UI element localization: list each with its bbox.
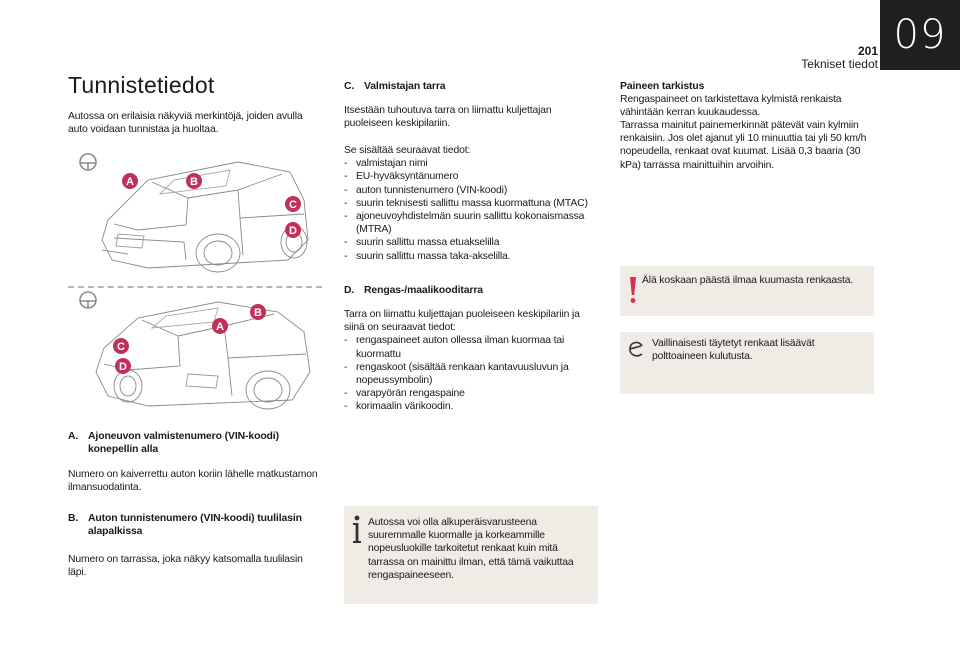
tyre-pressure-text-1: Rengaspaineet on tarkistettava kylmistä … — [620, 94, 842, 119]
page-title: Tunnistetiedot — [68, 72, 215, 98]
tyre-pressure-text-2: Tarrassa mainitut painemerkinnät pätevät… — [620, 120, 867, 171]
svg-text:D: D — [289, 225, 297, 237]
svg-text:D: D — [119, 361, 127, 373]
marker-a-icon: A — [212, 318, 228, 334]
page-number: 201 — [857, 44, 878, 58]
svg-text:C: C — [289, 199, 297, 211]
marker-b-icon: B — [250, 304, 266, 320]
marker-b-icon: B — [186, 173, 202, 189]
list-item: valmistajan nimi — [344, 157, 604, 170]
steering-wheel-icon — [79, 153, 97, 171]
car-front-drawing: A B C D — [79, 153, 309, 273]
marker-c-icon: C — [285, 196, 301, 212]
section-title: Tekniset tiedot — [801, 57, 878, 71]
eco-icon — [628, 340, 644, 365]
warning-note-box: Älä koskaan päästä ilmaa kuumasta renkaa… — [620, 266, 874, 316]
info-icon — [350, 514, 364, 549]
section-a-heading: A.Ajoneuvon valmistenumero (VIN-koodi) k… — [68, 431, 279, 456]
steering-wheel-icon — [79, 291, 97, 309]
svg-text:A: A — [126, 176, 134, 188]
info-note-box: Autossa voi olla alkuperäisvarusteena su… — [344, 506, 598, 604]
car-illustration-rear: A B C D — [68, 288, 322, 418]
svg-text:A: A — [216, 321, 224, 333]
warning-icon — [628, 276, 638, 309]
section-b-heading: B.Auton tunnistenumero (VIN-koodi) tuuli… — [68, 513, 302, 538]
section-c-list: Se sisältää seuraavat tiedot: valmistaja… — [344, 144, 604, 263]
list-item: korimaalin värikoodin. — [344, 400, 600, 413]
list-item: ajoneuvoyhdistelmän suurin sallittu koko… — [344, 210, 604, 236]
tyre-pressure-heading: Paineen tarkistus — [620, 81, 705, 92]
chapter-number-tab: 09 — [880, 0, 960, 70]
section-c-text: Itsestään tuhoutuva tarra on liimattu ku… — [344, 105, 552, 130]
list-item: EU-hyväksyntänumero — [344, 170, 604, 183]
svg-text:B: B — [190, 176, 198, 188]
list-item: rengaspaineet auton ollessa ilman kuorma… — [344, 334, 600, 360]
svg-text:B: B — [254, 307, 262, 319]
list-item: varapyörän rengaspaine — [344, 387, 600, 400]
list-item: suurin sallittu massa etuakselilla — [344, 236, 604, 249]
intro-text: Autossa on erilaisia näkyviä merkintöjä,… — [68, 111, 303, 136]
marker-d-icon: D — [285, 222, 301, 238]
eco-note-box: Vaillinaisesti täytetyt renkaat lisäävät… — [620, 332, 874, 394]
marker-a-icon: A — [122, 173, 138, 189]
car-rear-drawing: A B C D — [79, 291, 311, 410]
section-b-text: Numero on tarrassa, joka näkyy katsomall… — [68, 554, 303, 579]
marker-d-icon: D — [115, 358, 131, 374]
figure-divider — [68, 286, 322, 288]
section-c-heading: C.Valmistajan tarra — [344, 81, 446, 92]
list-item: auton tunnistenumero (VIN-koodi) — [344, 184, 604, 197]
list-item: suurin teknisesti sallittu massa kuormat… — [344, 197, 604, 210]
warning-note-text: Älä koskaan päästä ilmaa kuumasta renkaa… — [642, 275, 854, 286]
svg-text:C: C — [117, 341, 125, 353]
section-a-text: Numero on kaiverrettu auton koriin lähel… — [68, 469, 318, 494]
section-d-list: Tarra on liimattu kuljettajan puoleiseen… — [344, 308, 600, 414]
section-d-heading: D.Rengas-/maalikooditarra — [344, 285, 483, 296]
car-illustration-front: A B C D — [68, 150, 322, 280]
info-note-text: Autossa voi olla alkuperäisvarusteena su… — [368, 517, 574, 581]
eco-note-text: Vaillinaisesti täytetyt renkaat lisäävät… — [652, 338, 815, 363]
list-item: rengaskoot (sisältää renkaan kantavuuslu… — [344, 361, 600, 387]
list-item: suurin sallittu massa taka-akselilla. — [344, 250, 604, 263]
marker-c-icon: C — [113, 338, 129, 354]
